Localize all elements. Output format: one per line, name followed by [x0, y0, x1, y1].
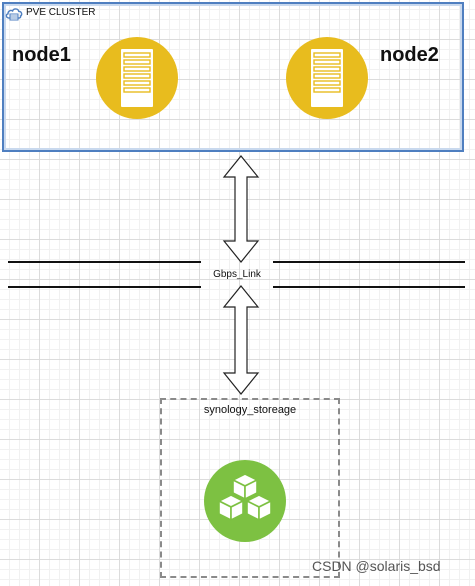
link-label: Gbps_Link	[213, 269, 261, 280]
link-line[interactable]	[8, 286, 201, 288]
link-line[interactable]	[8, 261, 201, 263]
storage-cubes-icon[interactable]	[204, 460, 286, 542]
link-line[interactable]	[273, 261, 465, 263]
watermark-text: CSDN @solaris_bsd	[312, 558, 441, 574]
link-line[interactable]	[273, 286, 465, 288]
cloud-icon	[5, 8, 23, 21]
storage-container[interactable]	[160, 398, 340, 578]
storage-label: synology_storeage	[203, 404, 297, 416]
cluster-label: PVE CLUSTER	[26, 7, 96, 18]
node2-label: node2	[380, 44, 439, 66]
server-icon[interactable]	[286, 37, 368, 119]
bidirectional-arrow-top[interactable]	[221, 155, 261, 263]
node1-label: node1	[12, 44, 71, 66]
server-icon[interactable]	[96, 37, 178, 119]
pve-cluster-container[interactable]	[2, 2, 464, 152]
bidirectional-arrow-bottom[interactable]	[221, 285, 261, 395]
